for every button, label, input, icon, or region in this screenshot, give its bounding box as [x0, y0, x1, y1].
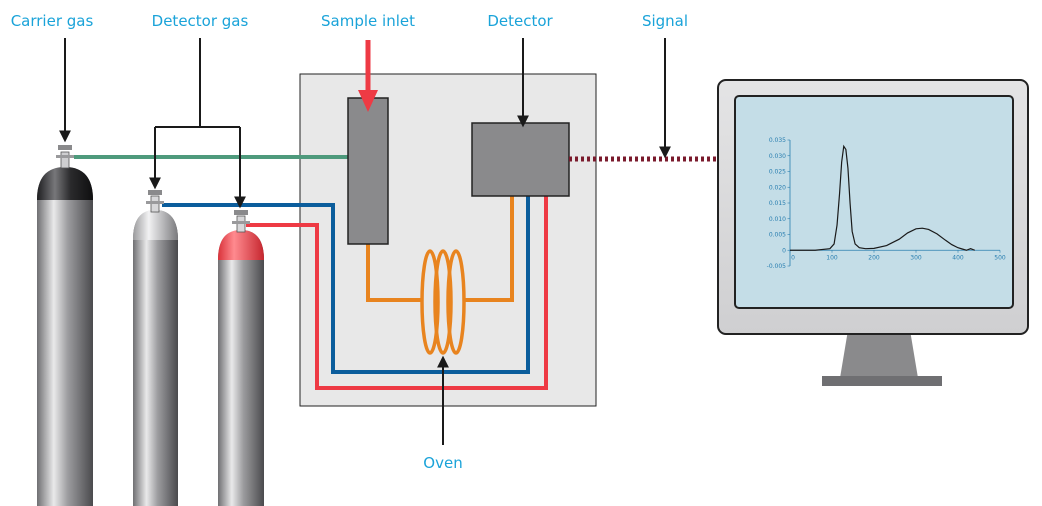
chart-y-tick-label: 0.025 [769, 169, 786, 176]
sample-inlet-block [347, 97, 389, 245]
label-carrier-gas: Carrier gas [11, 12, 94, 30]
column-line-left [366, 244, 423, 302]
chart-y-tick-label: 0.010 [769, 216, 786, 223]
oven-coil [420, 249, 466, 355]
label-sample-inlet: Sample inlet [321, 12, 415, 30]
chart-y-tick-label: 0.030 [769, 153, 786, 160]
chart-x-tick-label: 200 [868, 254, 880, 261]
label-signal: Signal [642, 12, 688, 30]
chart-y-tick-label: 0.015 [769, 200, 786, 207]
chart-y-tick-label: 0.020 [769, 184, 786, 191]
chromatogram-chart: 0 100 200 300 400 500 0.035 0.030 0.025 0.020 0.0… [767, 137, 1006, 270]
chart-y-tick-label: 0.005 [769, 232, 786, 239]
chart-x-tick-label: 300 [910, 254, 922, 261]
detector-gas-cylinder-silver [133, 190, 178, 506]
chart-y-tick-label: 0 [782, 247, 786, 254]
chart-x-tick-label: 0 [791, 254, 795, 261]
monitor-screen [734, 95, 1014, 309]
monitor [717, 79, 1029, 386]
chart-y-tick-label: 0.035 [769, 137, 786, 144]
detector-gas-cylinder-red [218, 210, 264, 506]
chromatogram-trace [790, 144, 976, 251]
sample-inlet-arrowhead [358, 90, 378, 112]
column-line-right [464, 196, 514, 302]
detector-block [471, 122, 570, 197]
chart-x-tick-label: 100 [826, 254, 838, 261]
detector-gas-line-red [246, 196, 548, 390]
chart-x-tick-label: 500 [994, 254, 1006, 261]
chart-y-tick-label: -0.005 [767, 263, 787, 270]
label-oven: Oven [423, 454, 462, 472]
detector-gas-line-blue [162, 196, 530, 374]
carrier-gas-cylinder [37, 145, 93, 506]
label-detector-gas: Detector gas [152, 12, 249, 30]
label-detector: Detector [487, 12, 553, 30]
chart-x-tick-label: 400 [952, 254, 964, 261]
